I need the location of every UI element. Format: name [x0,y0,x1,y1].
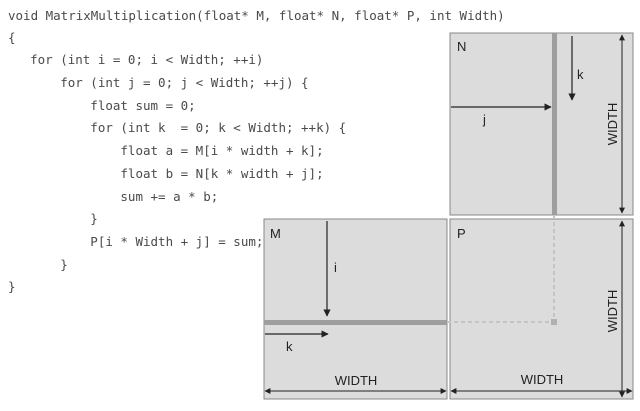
code-line: for (int k = 0; k < Width; ++k) { [0,120,347,135]
n-column-band [552,33,557,215]
code-line: for (int j = 0; j < Width; ++j) { [0,75,309,90]
p-element-cell [551,319,557,325]
code-line: float b = N[k * width + j]; [0,166,324,181]
matrix-n-box [449,32,634,216]
code-line: void MatrixMultiplication(float* M, floa… [8,8,505,23]
code-line: } [8,279,16,294]
k-label-n: k [577,67,584,82]
code-line: sum += a * b; [0,189,219,204]
matrix-n-label: N [457,39,466,54]
width-label-m: WIDTH [335,373,378,388]
matrix-p-box [449,218,634,400]
matrix-p-label: P [457,226,466,241]
code-line: } [0,211,98,226]
j-label-n: j [482,112,486,127]
code-listing: void MatrixMultiplication(float* M, floa… [0,0,505,294]
width-label-n: WIDTH [605,103,620,146]
k-label-m: k [286,339,293,354]
matrix-m-label: M [270,226,281,241]
code-line: float sum = 0; [0,98,196,113]
matrix-m-box [263,218,448,400]
code-line: { [8,30,16,45]
width-label-p-right: WIDTH [605,290,620,333]
i-label-m: i [334,260,337,275]
code-line: P[i * Width + j] = sum; [0,234,264,249]
width-label-p-bottom: WIDTH [521,372,564,387]
code-line: } [0,257,68,272]
code-line: for (int i = 0; i < Width; ++i) [0,52,264,67]
code-line: float a = M[i * width + k]; [0,143,324,158]
m-row-band [264,320,447,325]
